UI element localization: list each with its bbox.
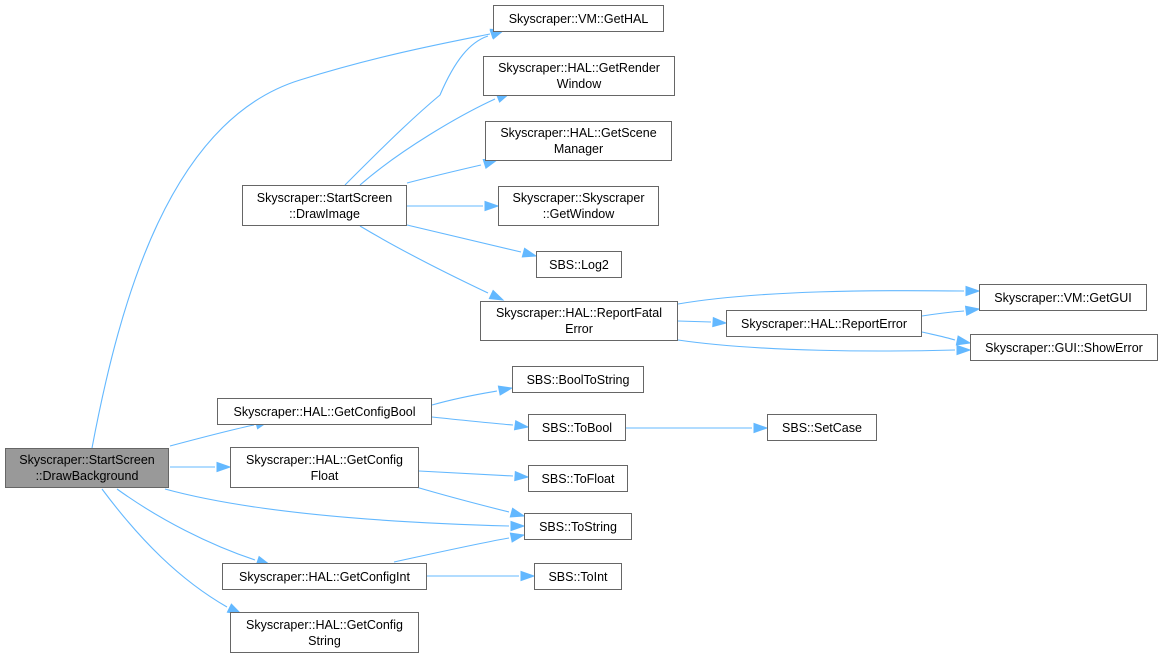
arrowhead <box>509 507 526 518</box>
arrowhead <box>497 385 514 396</box>
node-hal-reportfatalerror[interactable]: Skyscraper::HAL::ReportFatal Error <box>480 301 678 341</box>
call-edge <box>431 390 498 406</box>
node-label-line: SBS::Log2 <box>549 257 609 272</box>
node-label-line: Float <box>310 468 339 483</box>
arrowhead <box>509 532 526 543</box>
call-edge <box>359 225 489 294</box>
call-edge <box>677 339 956 352</box>
node-label-line: SBS::ToFloat <box>541 471 615 486</box>
call-edge <box>116 488 256 561</box>
call-edge <box>677 290 965 305</box>
node-label-line: Skyscraper::GUI::ShowError <box>985 340 1143 355</box>
node-vm-getgui[interactable]: Skyscraper::VM::GetGUI <box>979 284 1147 311</box>
node-hal-getrenderwindow[interactable]: Skyscraper::HAL::GetRender Window <box>483 56 675 96</box>
node-hal-getconfigfloat[interactable]: Skyscraper::HAL::GetConfig Float <box>230 447 419 488</box>
node-label-line: Window <box>556 77 602 91</box>
node-label-line: Error <box>565 322 593 336</box>
call-edge <box>101 488 228 608</box>
node-label-line: ::DrawImage <box>289 206 360 221</box>
node-sbs-tobool[interactable]: SBS::ToBool <box>528 414 626 441</box>
arrowhead <box>712 316 728 328</box>
node-gui-showerror[interactable]: Skyscraper::GUI::ShowError <box>970 334 1158 361</box>
call-edge <box>91 33 491 449</box>
call-edge <box>921 331 956 341</box>
call-edge <box>406 224 522 253</box>
node-hal-getscenemanager[interactable]: Skyscraper::HAL::GetScene Manager <box>485 121 672 161</box>
node-skyscraper-getwindow[interactable]: Skyscraper::Skyscraper ::GetWindow <box>498 186 659 226</box>
node-sbs-setcase[interactable]: SBS::SetCase <box>767 414 877 441</box>
call-edge <box>431 416 514 426</box>
node-label-line: SBS::ToString <box>539 519 617 534</box>
node-label-line: Skyscraper::HAL::GetConfigInt <box>239 569 410 584</box>
node-sbs-toint[interactable]: SBS::ToInt <box>534 563 622 590</box>
node-label-line: Skyscraper::Skyscraper <box>512 191 645 205</box>
arrowhead <box>514 470 530 482</box>
node-label-line: Skyscraper::HAL::ReportFatal <box>495 306 663 320</box>
node-label-line: String <box>308 633 341 648</box>
arrowhead <box>520 570 536 582</box>
arrowhead <box>513 420 530 431</box>
call-edge <box>921 310 965 317</box>
arrowhead <box>484 200 500 212</box>
node-label-line: Skyscraper::HAL::GetConfig <box>245 617 403 632</box>
node-label-line: Skyscraper::VM::GetGUI <box>994 290 1132 305</box>
node-label-line: Skyscraper::VM::GetHAL <box>508 11 649 26</box>
node-label-line: Skyscraper::HAL::GetRender <box>498 61 660 75</box>
node-label-line: Skyscraper::HAL::GetConfig <box>245 452 403 467</box>
node-sbs-tostring[interactable]: SBS::ToString <box>524 513 632 540</box>
node-label-line: SBS::ToBool <box>541 420 613 435</box>
node-sbs-tofloat[interactable]: SBS::ToFloat <box>528 465 628 492</box>
node-label-line: SBS::SetCase <box>782 420 862 435</box>
arrowhead <box>510 520 526 532</box>
node-startscreen-drawbackground: Skyscraper::StartScreen ::DrawBackground <box>5 448 169 488</box>
arrowhead <box>964 305 981 316</box>
arrowhead <box>956 344 972 356</box>
node-sbs-booltostring[interactable]: SBS::BoolToString <box>512 366 644 393</box>
call-edge <box>359 98 496 186</box>
node-hal-getconfigbool[interactable]: Skyscraper::HAL::GetConfigBool <box>217 398 432 425</box>
node-label-line: Manager <box>553 142 604 156</box>
call-edge <box>415 486 510 513</box>
arrowhead <box>955 335 972 346</box>
node-hal-reporterror[interactable]: Skyscraper::HAL::ReportError <box>726 310 922 337</box>
node-startscreen-drawimage[interactable]: Skyscraper::StartScreen ::DrawImage <box>242 185 407 226</box>
arrowhead <box>521 247 538 258</box>
node-vm-gethal[interactable]: Skyscraper::VM::GetHAL <box>493 5 664 32</box>
call-edge <box>164 488 510 527</box>
node-label-line: Skyscraper::HAL::GetConfigBool <box>233 404 416 419</box>
node-label-line: Skyscraper::StartScreen <box>256 190 393 205</box>
node-label-line: Skyscraper::StartScreen <box>19 453 155 467</box>
node-hal-getconfigint[interactable]: Skyscraper::HAL::GetConfigInt <box>222 563 427 590</box>
arrowhead <box>216 461 232 473</box>
call-edge <box>344 35 489 186</box>
node-label-line: ::GetWindow <box>542 207 615 221</box>
arrowhead <box>965 285 981 297</box>
call-edge <box>418 470 514 477</box>
arrowhead <box>488 289 505 301</box>
node-sbs-log2[interactable]: SBS::Log2 <box>536 251 622 278</box>
call-edge <box>677 320 712 323</box>
arrowhead <box>753 422 769 434</box>
node-label-line: SBS::ToInt <box>548 569 608 584</box>
call-edge <box>393 537 510 563</box>
node-label-line: ::DrawBackground <box>35 469 139 483</box>
call-edge <box>406 164 482 184</box>
node-label-line: Skyscraper::HAL::ReportError <box>740 316 908 331</box>
node-label-line: SBS::BoolToString <box>526 372 630 387</box>
node-hal-getconfigstring[interactable]: Skyscraper::HAL::GetConfig String <box>230 612 419 653</box>
node-label-line: Skyscraper::HAL::GetScene <box>500 126 657 140</box>
call-edge <box>169 424 255 447</box>
